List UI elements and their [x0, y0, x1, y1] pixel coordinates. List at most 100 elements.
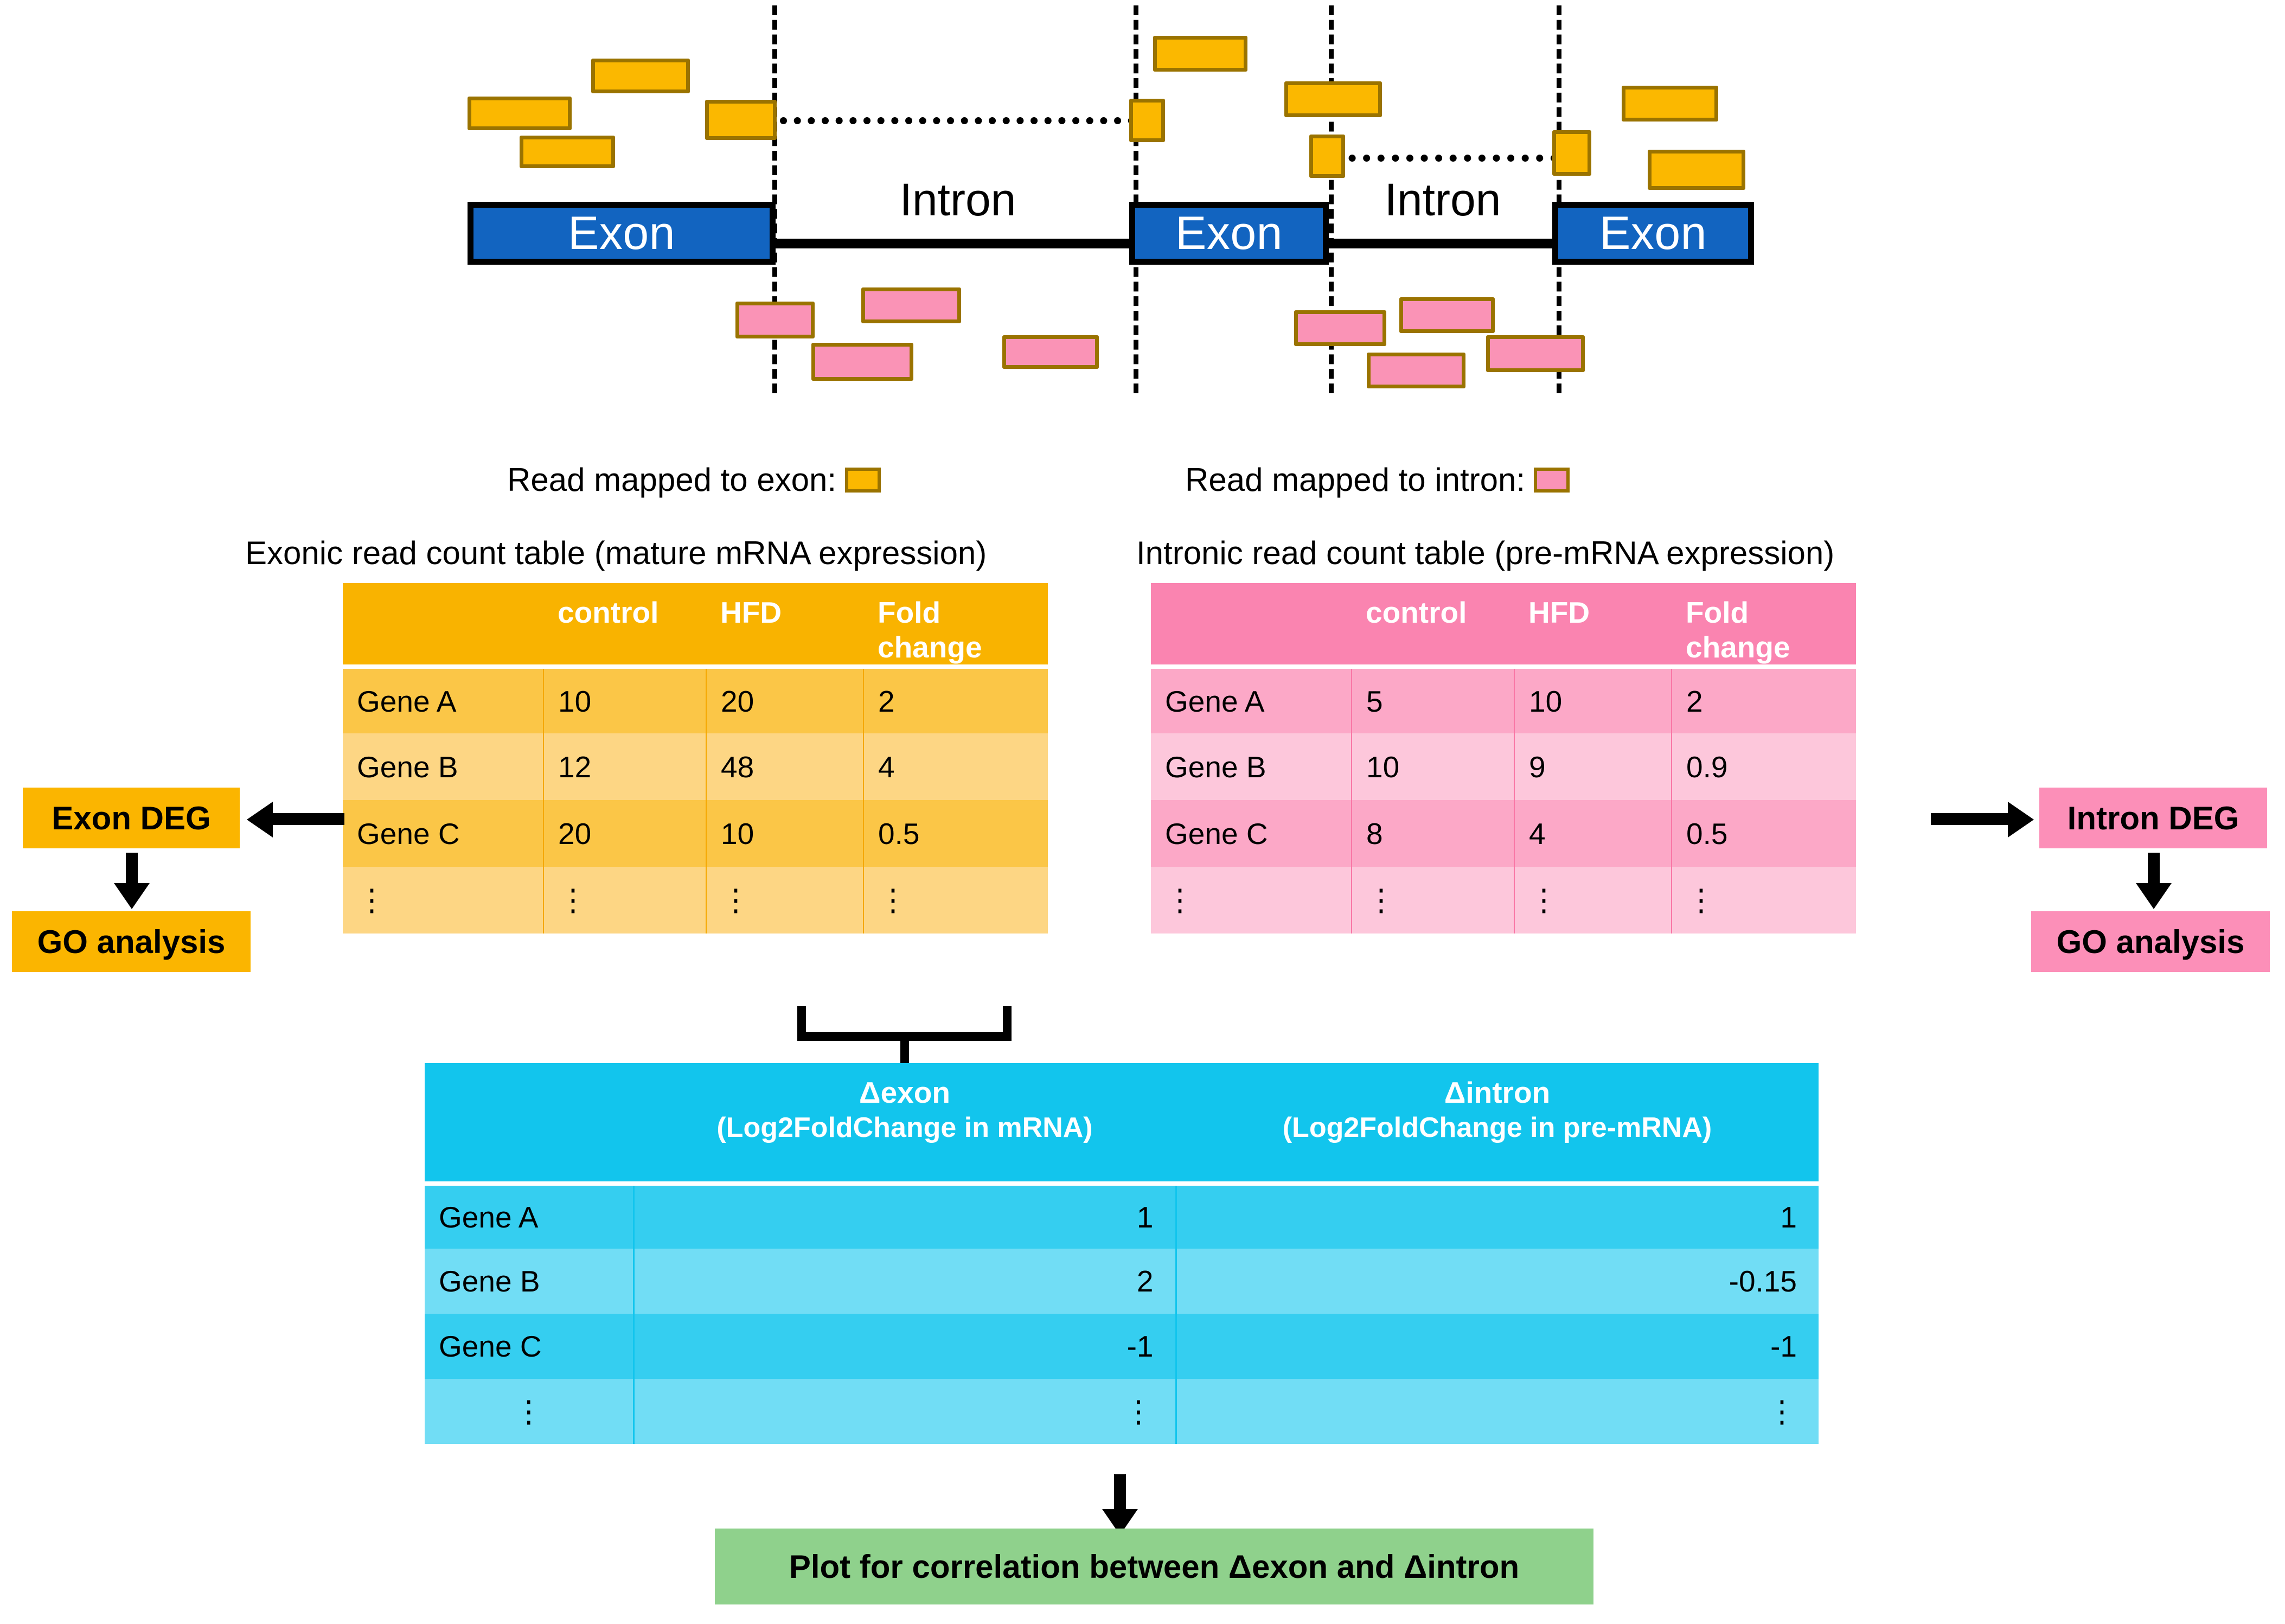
intron-read	[1002, 335, 1099, 369]
cell-fold-change: 0.5	[863, 800, 1048, 867]
intron-deg-box[interactable]: Intron DEG	[2039, 788, 2267, 848]
intron-label-2: Intron	[1350, 174, 1535, 226]
exon-go-analysis-box[interactable]: GO analysis	[12, 911, 251, 972]
splice-boundary-dash-3	[1329, 5, 1334, 393]
intron-label-text: Intron	[899, 174, 1016, 225]
cell-fold-change: ⋮	[863, 867, 1048, 934]
cell-gene: ⋮	[425, 1379, 635, 1444]
intron-read	[1294, 310, 1386, 346]
cell-fold-change: 0.9	[1672, 733, 1856, 800]
intron-deg-label: Intron DEG	[2067, 800, 2239, 836]
exon-box-3: Exon	[1552, 202, 1754, 265]
cell-gene: ⋮	[1151, 867, 1352, 934]
column-header-gene	[425, 1063, 633, 1186]
correlation-plot-label: Plot for correlation between Δexon and Δ…	[789, 1548, 1520, 1585]
table-header-row: Δexon (Log2FoldChange in mRNA) Δintron (…	[425, 1063, 1819, 1186]
cell-delta-exon: -1	[633, 1314, 1177, 1379]
cell-control: 10	[1352, 733, 1515, 800]
cell-control: 12	[543, 733, 707, 800]
exon-read	[1153, 36, 1247, 72]
cell-delta-exon: ⋮	[633, 1379, 1177, 1444]
cell-fold-change: 4	[863, 733, 1048, 800]
column-header-fold-change: Fold change	[1672, 583, 1856, 669]
cell-delta-intron: ⋮	[1176, 1379, 1819, 1444]
exon-read	[520, 136, 615, 168]
column-header-gene	[343, 583, 543, 669]
cell-hfd: ⋮	[706, 867, 864, 934]
table-header-row: control HFD Fold change	[1151, 583, 1856, 669]
correlation-plot-box[interactable]: Plot for correlation between Δexon and Δ…	[715, 1529, 1593, 1604]
cell-delta-intron: 1	[1176, 1184, 1819, 1249]
cell-control: ⋮	[1352, 867, 1515, 934]
cell-gene: Gene A	[343, 667, 544, 733]
table-row: Gene B 10 9 0.9	[1151, 733, 1856, 800]
table-row: Gene A 5 10 2	[1151, 667, 1856, 733]
arrow-exon-table-to-deg	[247, 802, 344, 837]
exon-read	[1648, 150, 1745, 190]
exon-go-label: GO analysis	[37, 923, 226, 960]
exon-read	[1129, 99, 1165, 142]
table-row: Gene B 2 -0.15	[425, 1249, 1819, 1314]
arrow-exon-deg-to-go	[114, 853, 150, 909]
cell-hfd: 20	[706, 667, 864, 733]
table-row: ⋮ ⋮ ⋮	[425, 1379, 1819, 1444]
exon-box-2: Exon	[1129, 202, 1329, 265]
exon-read	[1622, 86, 1718, 122]
cell-delta-intron: -1	[1176, 1314, 1819, 1379]
cell-gene: Gene C	[1151, 800, 1352, 867]
table-row: ⋮ ⋮ ⋮ ⋮	[343, 867, 1048, 934]
cell-gene: Gene B	[425, 1249, 635, 1314]
exon-label: Exon	[567, 207, 676, 259]
table-row: ⋮ ⋮ ⋮ ⋮	[1151, 867, 1856, 934]
cell-hfd: ⋮	[1514, 867, 1672, 934]
exon-label: Exon	[1599, 207, 1707, 259]
intron-go-analysis-box[interactable]: GO analysis	[2031, 911, 2270, 972]
spliced-read-connector-1	[780, 117, 1135, 124]
cell-control: 10	[543, 667, 707, 733]
cell-fold-change: 2	[863, 667, 1048, 733]
cell-gene: Gene A	[1151, 667, 1352, 733]
cell-hfd: 10	[1514, 667, 1672, 733]
cell-control: 8	[1352, 800, 1515, 867]
intron-read-count-table: control HFD Fold change Gene A 5 10 2 Ge…	[1151, 583, 1856, 934]
exon-deg-box[interactable]: Exon DEG	[23, 788, 240, 848]
exon-read	[705, 100, 777, 140]
column-header-control: control	[543, 583, 706, 669]
exon-label: Exon	[1175, 207, 1283, 259]
intron-read-swatch-icon	[1534, 467, 1570, 493]
intron-read	[861, 287, 961, 323]
table-row: Gene C 20 10 0.5	[343, 800, 1048, 867]
intron-read	[1486, 335, 1585, 372]
exon-box-1: Exon	[468, 202, 776, 265]
intron-table-caption: Intronic read count table (pre-mRNA expr…	[1136, 535, 1835, 571]
delta-intron-title: Δintron	[1444, 1076, 1551, 1109]
column-header-hfd: HFD	[1514, 583, 1672, 669]
exon-read	[468, 97, 572, 130]
cell-delta-exon: 1	[633, 1184, 1177, 1249]
intron-read	[811, 343, 913, 381]
cell-control: 5	[1352, 667, 1515, 733]
cell-hfd: 10	[706, 800, 864, 867]
exon-read	[1284, 81, 1382, 117]
exon-read-swatch-icon	[845, 467, 881, 493]
cell-gene: Gene A	[425, 1184, 635, 1249]
delta-correlation-table: Δexon (Log2FoldChange in mRNA) Δintron (…	[425, 1063, 1819, 1444]
cell-delta-intron: -0.15	[1176, 1249, 1819, 1314]
brace-left-tick	[797, 1006, 806, 1037]
merge-brace	[797, 1006, 1012, 1077]
cell-fold-change: ⋮	[1672, 867, 1856, 934]
table-row: Gene A 10 20 2	[343, 667, 1048, 733]
table-row: Gene B 12 48 4	[343, 733, 1048, 800]
intron-label-1: Intron	[849, 174, 1066, 226]
table-row: Gene C 8 4 0.5	[1151, 800, 1856, 867]
legend-exon-read-label: Read mapped to exon:	[507, 462, 837, 498]
cell-gene: Gene B	[343, 733, 544, 800]
cell-gene: Gene B	[1151, 733, 1352, 800]
cell-fold-change: 0.5	[1672, 800, 1856, 867]
column-header-control: control	[1352, 583, 1514, 669]
table-row: Gene A 1 1	[425, 1184, 1819, 1249]
legend-exon-read: Read mapped to exon:	[507, 461, 881, 498]
table-row: Gene C -1 -1	[425, 1314, 1819, 1379]
splice-boundary-dash-2	[1134, 5, 1138, 393]
